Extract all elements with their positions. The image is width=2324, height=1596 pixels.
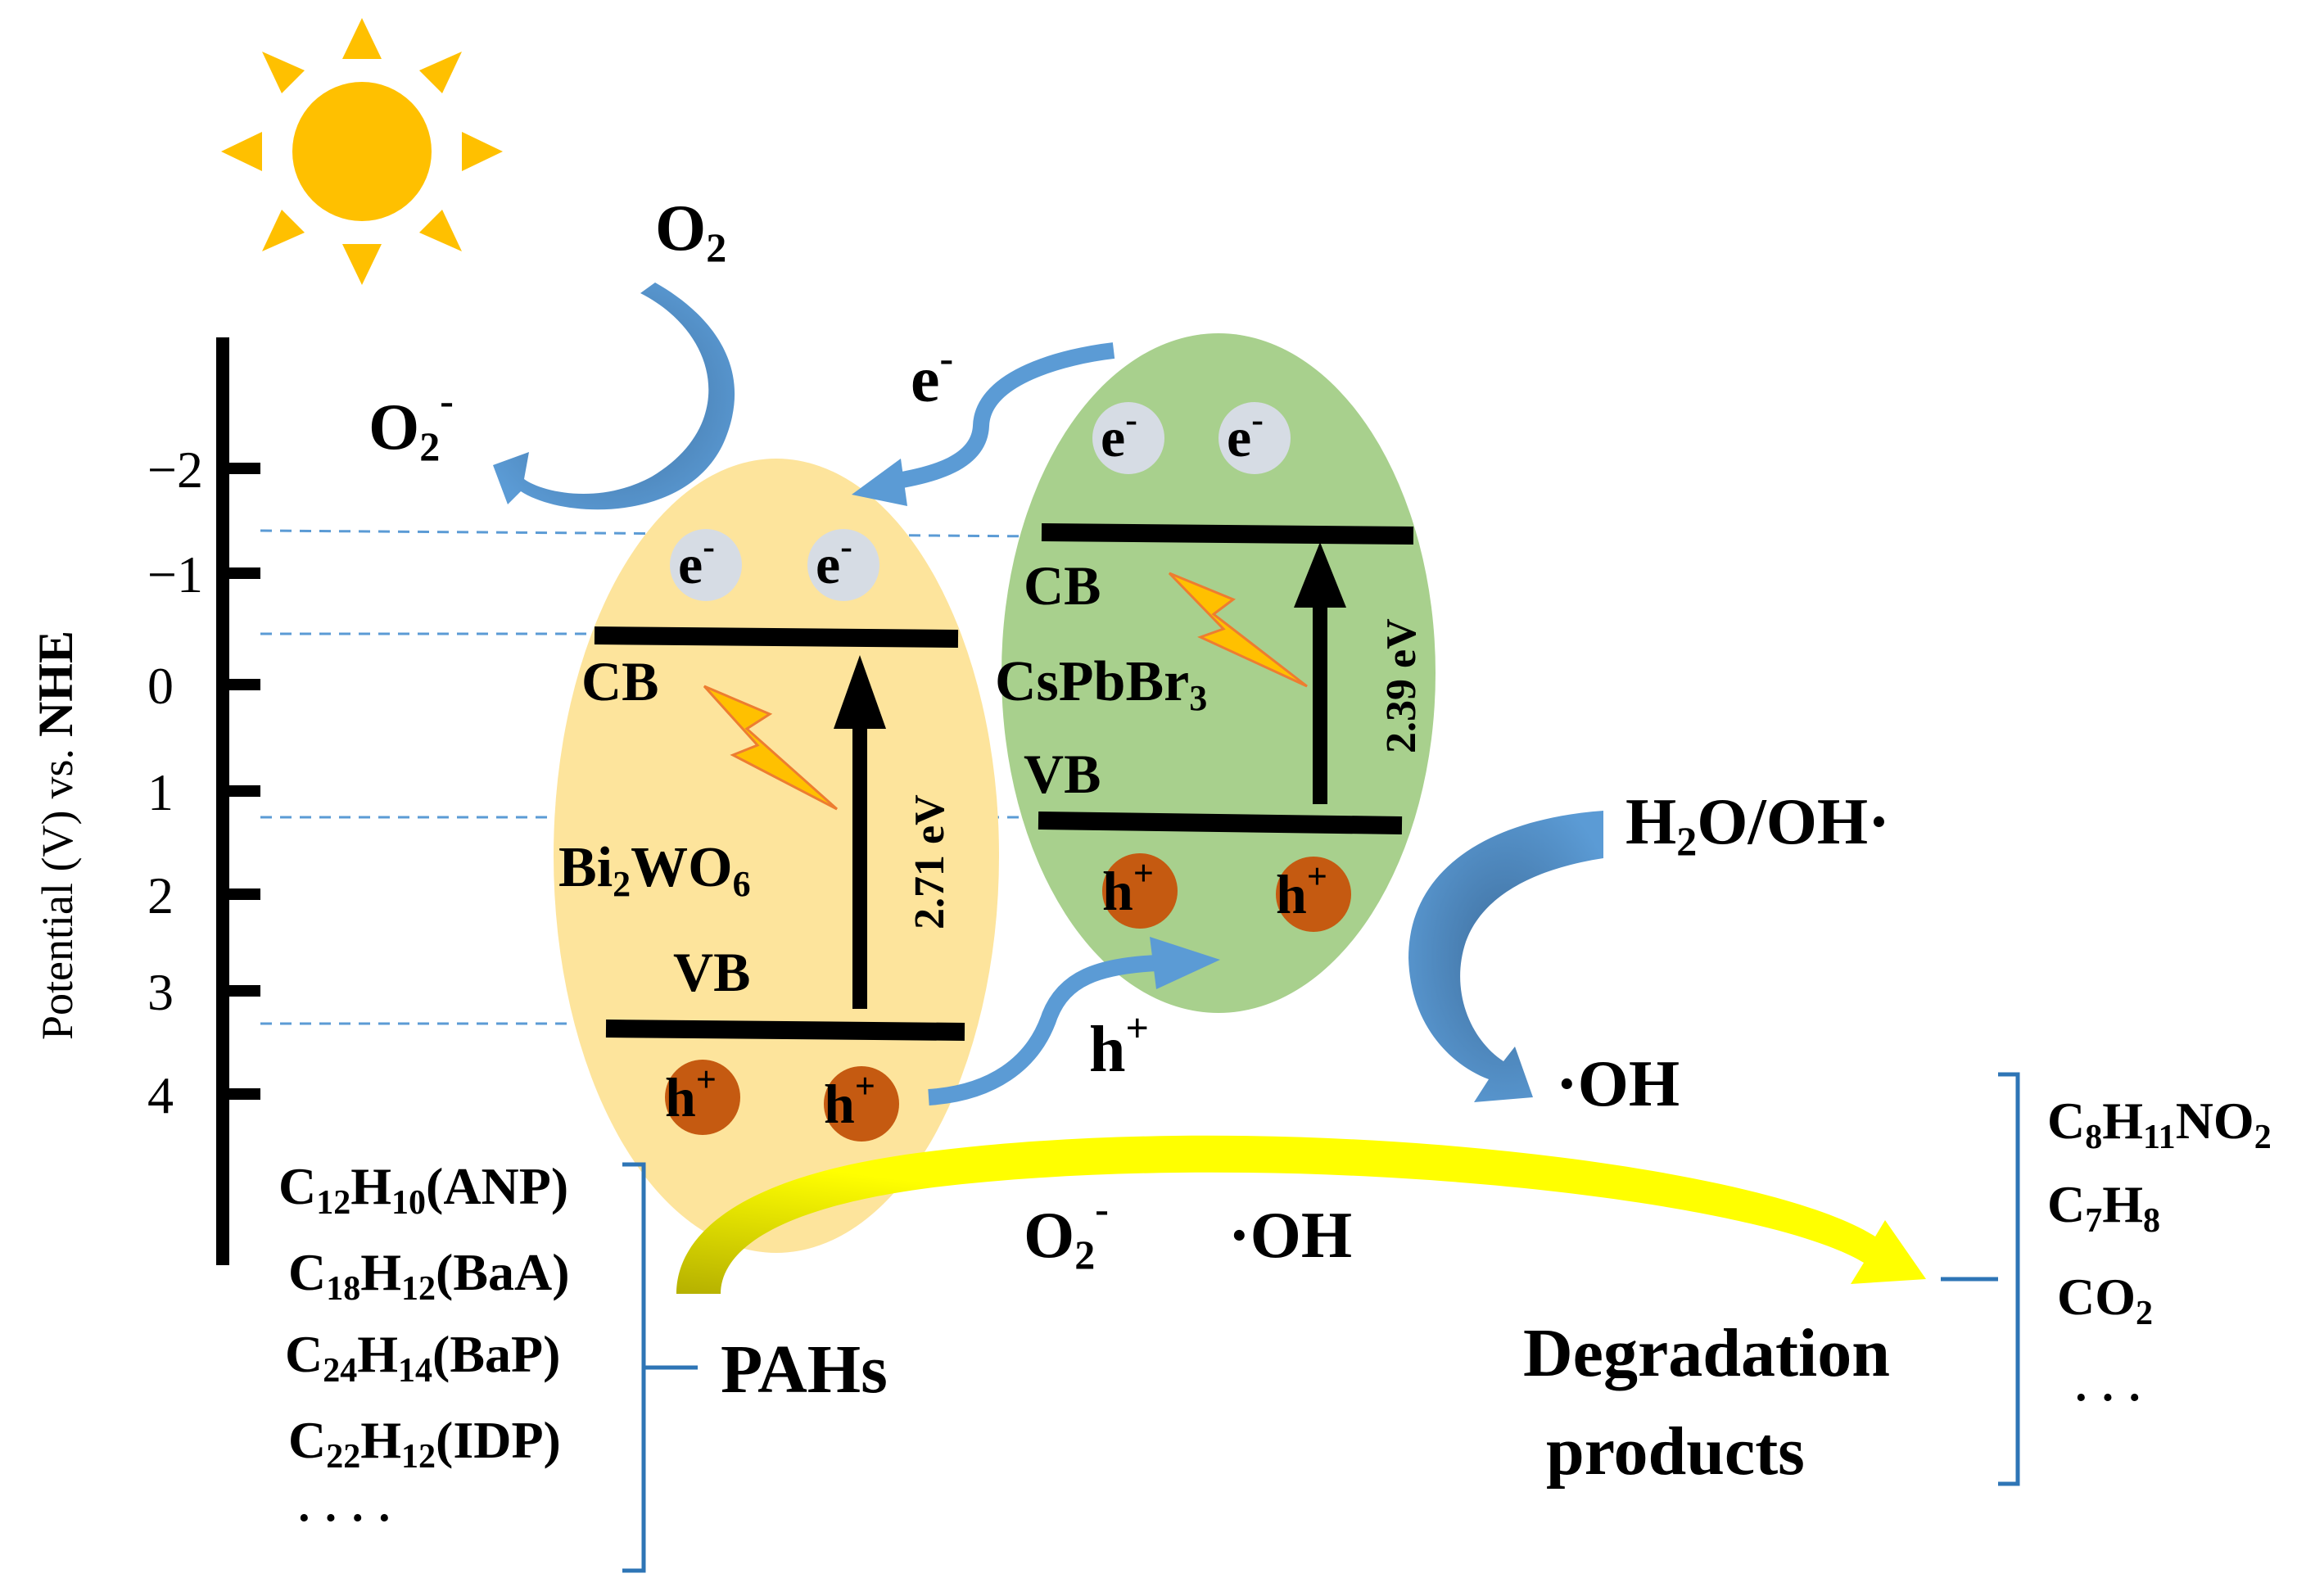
axis-tick-label: −1 [147,545,203,604]
pahs-label: PAHs [721,1332,888,1408]
cspbbr3-vb-line [1038,812,1403,834]
cspbbr3-excitation-arrow [1294,542,1346,804]
hole-transfer-label: h+ [1089,1005,1149,1086]
bi2wo6-cb-label: CB [581,650,658,712]
axis-title: Potential (V)vs.NHE [29,631,83,1040]
pahs-list: C12H10(ANP) C18H12(BaA) C24H14(BaP) C22H… [278,1157,570,1544]
products-label-line2: products [1546,1413,1805,1490]
bi2wo6-semiconductor: CB VB Bi2WO6 e- e- h+ h+ 2.71 eV [554,459,999,1253]
water-label: H2O/OH· [1625,786,1890,864]
mid-superoxide-label: O2- [1024,1186,1109,1277]
pahs-ellipsis: · · · · [296,1493,392,1544]
pah-item: C18H12(BaA) [288,1243,570,1308]
pah-item: C12H10(ANP) [278,1157,568,1222]
potential-axis: −2 −1 0 1 2 3 4 Potential (V)vs.NHE [29,337,260,1265]
cspbbr3-name: CsPbBr3 [995,650,1207,718]
sun-icon [221,18,503,285]
axis-tick-label: 3 [147,963,174,1021]
svg-text:e-: e- [678,527,715,595]
o2-label: O2 [655,192,726,270]
electron-transfer-arrowhead [852,459,907,506]
products-label-line1: Degradation [1523,1315,1890,1391]
cspbbr3-electron: e- [1092,400,1164,474]
bi2wo6-hole: h+ [665,1060,740,1135]
axis-tick-label: 2 [147,866,174,925]
superoxide-label: O2- [368,378,454,469]
product-item: C8H11NO2 [2047,1092,2272,1156]
bi2wo6-name: Bi2WO6 [558,836,751,904]
cspbbr3-lightning-icon [1168,572,1308,688]
svg-text:h+: h+ [665,1060,717,1128]
svg-text:e-: e- [1227,400,1264,468]
axis-tick-label: 4 [147,1066,174,1124]
electron-transfer-label: e- [911,335,953,416]
cspbbr3-electron: e- [1219,400,1291,474]
electron-transfer-arrow [891,342,1115,490]
bi2wo6-electron: e- [807,527,879,601]
bi2wo6-vb-line [605,1020,965,1041]
hole-transfer-arrowhead [1150,937,1220,989]
pah-item: C22H12(IDP) [288,1411,561,1476]
bi2wo6-lightning-icon [703,685,838,811]
pahs-bracket [622,1162,698,1573]
bi2wo6-hole: h+ [824,1066,899,1142]
bi2wo6-excitation-arrow [834,655,886,1009]
svg-text:e-: e- [1101,400,1137,468]
cspbbr3-hole: h+ [1102,853,1178,929]
bi2wo6-cb-line [594,626,959,648]
product-item: CO2 [2057,1268,2153,1332]
bi2wo6-band-gap: 2.71 eV [907,794,953,929]
cspbbr3-vb-label: VB [1024,743,1101,805]
svg-text:h+: h+ [824,1066,875,1135]
axis-tick-label: −2 [147,441,203,499]
hydroxyl-radical-label: ·OH [1556,1048,1680,1120]
cspbbr3-cb-label: CB [1024,554,1101,617]
degradation-arrow [676,1135,1926,1294]
hole-transfer-arrow [928,955,1157,1105]
svg-text:h+: h+ [1276,857,1327,925]
cspbbr3-cb-line [1041,523,1414,545]
bi2wo6-vb-label: VB [673,941,750,1003]
svg-text:e-: e- [816,527,852,595]
products-ellipsis: · · · [2073,1372,2142,1423]
mid-hydroxyl-label: ·OH [1228,1200,1352,1272]
water-oxidation-arrow [1408,811,1603,1102]
cspbbr3-hole: h+ [1276,857,1351,932]
axis-tick-label: 0 [147,657,174,715]
axis-tick-label: 1 [147,763,174,821]
bi2wo6-electron: e- [670,527,742,601]
products-bracket [1941,1072,2020,1486]
cspbbr3-band-gap: 2.39 eV [1378,618,1425,753]
product-item: C7H8 [2047,1175,2160,1240]
o2-reduction-arrow [493,283,735,510]
cspbbr3-semiconductor: CB VB CsPbBr3 e- e- h+ h+ 2.39 eV [995,333,1436,1013]
products-list: C8H11NO2 C7H8 CO2 · · · [2047,1092,2272,1423]
svg-text:h+: h+ [1102,853,1154,922]
pah-item: C24H14(BaP) [285,1325,560,1390]
